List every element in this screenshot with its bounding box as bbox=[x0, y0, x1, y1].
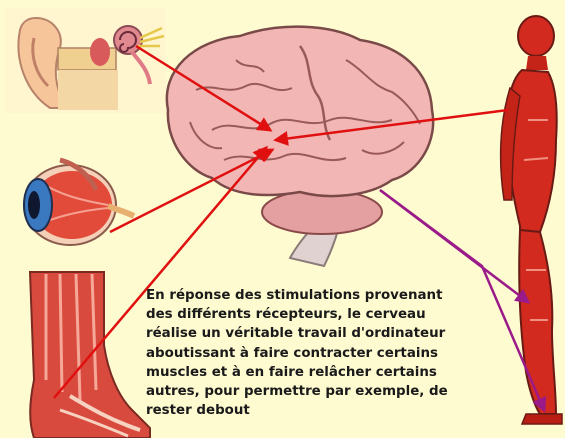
human-muscle-figure-illustration bbox=[501, 16, 562, 424]
caption-text: En réponse des stimulations provenant de… bbox=[146, 286, 506, 420]
ear-illustration bbox=[6, 8, 166, 113]
caption-line: autres, pour permettre par exemple, de bbox=[146, 382, 506, 401]
caption-line: rester debout bbox=[146, 401, 506, 420]
eye-illustration bbox=[24, 160, 134, 245]
caption-line: réalise un véritable travail d'ordinateu… bbox=[146, 324, 506, 343]
caption-line: des différents récepteurs, le cerveau bbox=[146, 305, 506, 324]
caption-line: En réponse des stimulations provenant bbox=[146, 286, 506, 305]
caption-line: muscles et à en faire relâcher certains bbox=[146, 363, 506, 382]
brain-illustration bbox=[167, 27, 433, 266]
caption-line: aboutissant à faire contracter certains bbox=[146, 344, 506, 363]
